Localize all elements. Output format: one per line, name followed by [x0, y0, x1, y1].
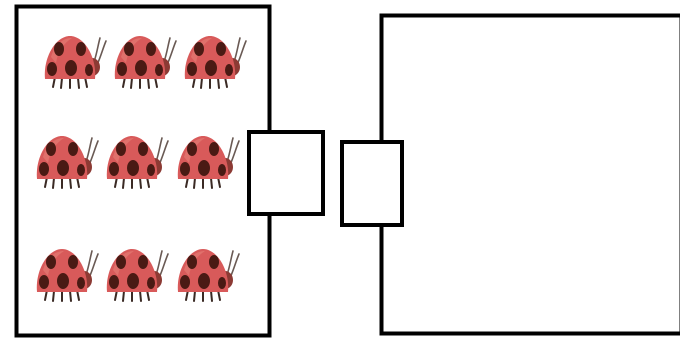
- ladybug-grid: [35, 35, 247, 302]
- right-connector-box: [340, 140, 404, 227]
- left-connector-box: [247, 130, 325, 216]
- right-panel: [379, 13, 680, 336]
